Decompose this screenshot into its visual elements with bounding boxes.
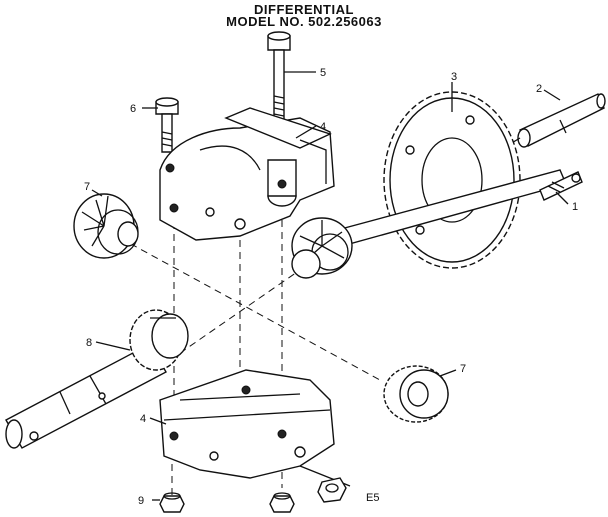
bevel-gear-left	[73, 193, 139, 259]
bevel-gear-center	[291, 217, 353, 279]
callout-8: 8	[86, 337, 92, 349]
model-number: MODEL NO. 502.256063	[226, 14, 382, 29]
callout-6: 6	[130, 103, 136, 115]
callout-9: 9	[138, 495, 144, 507]
bolt-long	[267, 31, 291, 131]
sprocket	[383, 91, 521, 269]
housing-upper	[159, 107, 335, 241]
leader-lines	[91, 71, 569, 501]
callout-5: 5	[320, 67, 326, 79]
callout-3: 3	[451, 71, 457, 83]
axle-gear-left	[129, 309, 189, 371]
figure-code: E5	[366, 492, 380, 504]
callout-7-left: 7	[84, 181, 90, 193]
diagram-title: DIFFERENTIAL	[254, 2, 354, 17]
callout-4-lower: 4	[140, 413, 146, 425]
callout-2: 2	[536, 83, 542, 95]
callout-1: 1	[572, 201, 578, 213]
callout-7-right: 7	[460, 363, 466, 375]
axle-left	[5, 343, 167, 449]
callout-4-upper: 4	[320, 121, 326, 133]
bolt-short	[155, 97, 179, 153]
nuts	[159, 477, 347, 513]
housing-lower	[159, 369, 351, 487]
axle-right	[499, 93, 606, 151]
spur-gear-right	[383, 365, 449, 423]
